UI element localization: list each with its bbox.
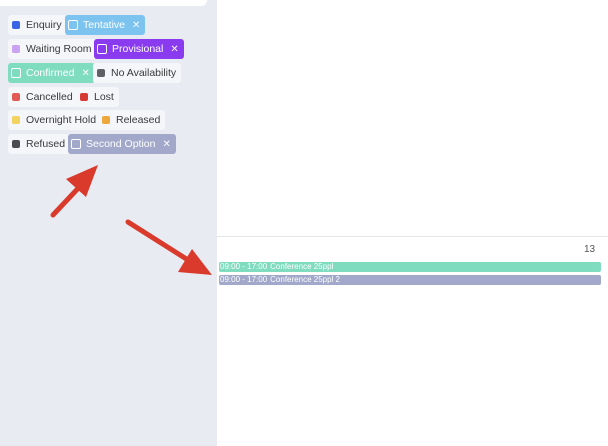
event-time: 09:00 - 17:00	[220, 262, 268, 271]
filter-chip-no-availability[interactable]: No Availability	[93, 63, 182, 83]
event-title: Conference 25ppl	[270, 262, 334, 271]
filter-label: Released	[116, 114, 161, 126]
filter-chip-waiting-room[interactable]: Waiting Room	[8, 39, 97, 59]
sidebar-top-card	[0, 0, 207, 6]
overnight-hold-color-swatch	[12, 116, 20, 124]
arrow-to-calendar-event-icon	[125, 219, 212, 275]
filter-chip-confirmed-selected[interactable]: Confirmed ✕	[8, 63, 95, 83]
filter-chip-provisional-selected[interactable]: Provisional ✕	[94, 39, 184, 59]
remove-icon[interactable]: ✕	[132, 19, 141, 31]
enquiry-color-swatch	[12, 21, 20, 29]
filter-chip-refused[interactable]: Refused	[8, 134, 71, 154]
filter-label: Second Option	[86, 138, 156, 150]
checkbox-icon	[97, 44, 107, 54]
remove-icon[interactable]: ✕	[162, 138, 171, 150]
filter-label: Tentative	[83, 19, 126, 31]
lost-color-swatch	[80, 93, 88, 101]
filter-chip-cancelled[interactable]: Cancelled	[8, 87, 78, 107]
calendar-row-divider	[217, 236, 608, 237]
filter-label: Overnight Hold	[26, 114, 97, 126]
status-filter-sidebar: Enquiry Tentative ✕ Waiting Room Provisi…	[0, 0, 217, 446]
arrow-to-second-option-icon	[50, 165, 98, 218]
filter-label: Refused	[26, 138, 66, 150]
filter-chip-released[interactable]: Released	[98, 110, 166, 130]
filter-chip-second-option-selected[interactable]: Second Option ✕	[68, 134, 176, 154]
no-availability-color-swatch	[97, 69, 105, 77]
filter-label: Waiting Room	[26, 43, 92, 55]
filter-label: Provisional	[112, 43, 164, 55]
filter-label: Enquiry	[26, 19, 62, 31]
filter-label: No Availability	[111, 67, 177, 79]
filter-chip-enquiry[interactable]: Enquiry	[8, 15, 67, 35]
event-time: 09:00 - 17:00	[220, 275, 268, 284]
waiting-room-color-swatch	[12, 45, 20, 53]
checkbox-icon	[71, 139, 81, 149]
refused-color-swatch	[12, 140, 20, 148]
event-title: Conference 25ppl 2	[270, 275, 340, 284]
calendar-day-number[interactable]: 13	[584, 244, 596, 255]
filter-label: Lost	[94, 91, 114, 103]
checkbox-icon	[68, 20, 78, 30]
filter-chip-overnight-hold[interactable]: Overnight Hold	[8, 110, 102, 130]
filter-label: Confirmed	[26, 67, 75, 79]
filter-chip-tentative-selected[interactable]: Tentative ✕	[65, 15, 146, 35]
checkbox-icon	[11, 68, 21, 78]
remove-icon[interactable]: ✕	[81, 67, 90, 79]
remove-icon[interactable]: ✕	[170, 43, 179, 55]
released-color-swatch	[102, 116, 110, 124]
filter-chip-lost[interactable]: Lost	[76, 87, 119, 107]
cancelled-color-swatch	[12, 93, 20, 101]
filter-label: Cancelled	[26, 91, 73, 103]
